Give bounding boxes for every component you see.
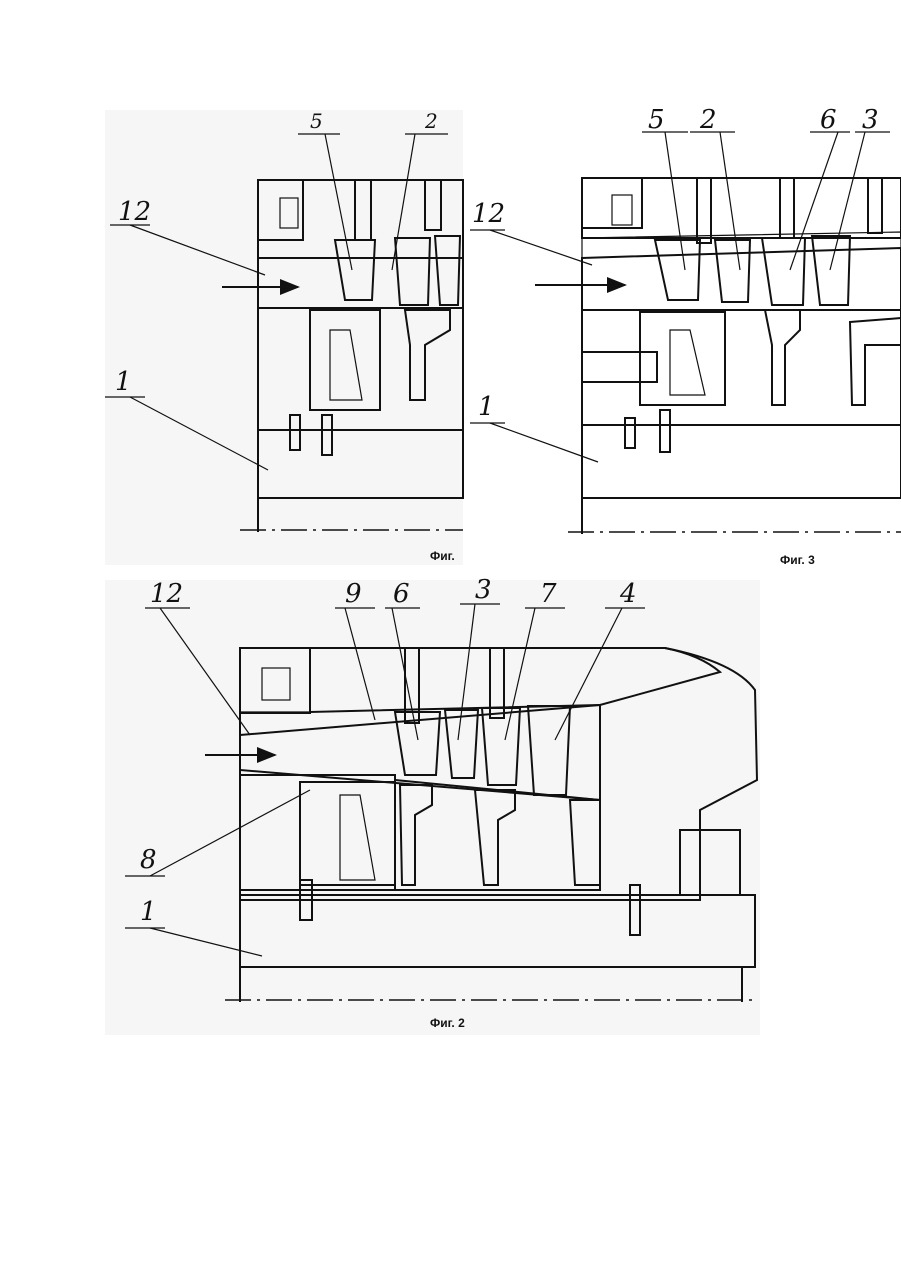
fig2-label-9: 9	[345, 579, 362, 609]
fig3-blade-1	[655, 240, 700, 300]
fig3-label-2: 2	[699, 105, 717, 135]
fig1-label-12: 12	[118, 197, 151, 227]
fig3-bolt-window	[612, 195, 632, 225]
fig1-label-5: 5	[310, 109, 323, 133]
figure-3: 5 2 6 3 12 1 Фиг. 3	[470, 105, 901, 567]
fig1-label-2: 2	[424, 109, 438, 133]
fig2-label-3: 3	[475, 575, 492, 605]
fig3-rotor-blade-1	[765, 310, 800, 405]
fig3-mid-housing	[582, 310, 901, 425]
fig3-label-12: 12	[472, 199, 505, 229]
fig3-blade-3	[762, 238, 805, 305]
fig3-caption: Фиг. 3	[780, 553, 815, 567]
fig3-bolt-2	[780, 178, 794, 238]
fig3-label-12-leader	[490, 230, 592, 265]
fig2-label-8: 8	[140, 845, 157, 875]
fig3-disk-cavity	[640, 312, 725, 405]
fig3-rotor-blade-2	[850, 318, 901, 405]
fig3-label-1: 1	[478, 392, 495, 422]
fig2-label-1: 1	[140, 897, 157, 927]
fig2-label-7: 7	[540, 579, 557, 609]
fig3-label-6: 6	[820, 105, 837, 135]
fig3-bolt-1	[697, 178, 711, 243]
fig2-caption: Фиг. 2	[430, 1016, 465, 1030]
fig3-shaft	[582, 425, 901, 498]
fig3-blade-4	[812, 236, 850, 305]
fig2-label-4: 4	[619, 579, 637, 609]
fig3-pin-2	[625, 418, 635, 448]
fig1-label-1: 1	[115, 367, 132, 397]
fig2-label-6: 6	[393, 579, 410, 609]
fig1-caption: Фиг.	[430, 549, 455, 563]
fig3-flow-channel	[582, 248, 901, 310]
fig3-label-3: 3	[862, 105, 879, 135]
fig3-label-5: 5	[648, 105, 665, 135]
fig3-blade-2	[715, 240, 750, 302]
fig2-label-12: 12	[150, 579, 183, 609]
fig3-disk	[670, 330, 705, 395]
fig3-pin-1	[660, 410, 670, 452]
fig3-label-5-leader	[665, 132, 685, 270]
fig3-label-2-leader	[720, 132, 740, 270]
fig3-bolt-3	[868, 178, 882, 233]
fig3-side-block	[582, 352, 657, 382]
fig3-shroud	[582, 232, 901, 258]
